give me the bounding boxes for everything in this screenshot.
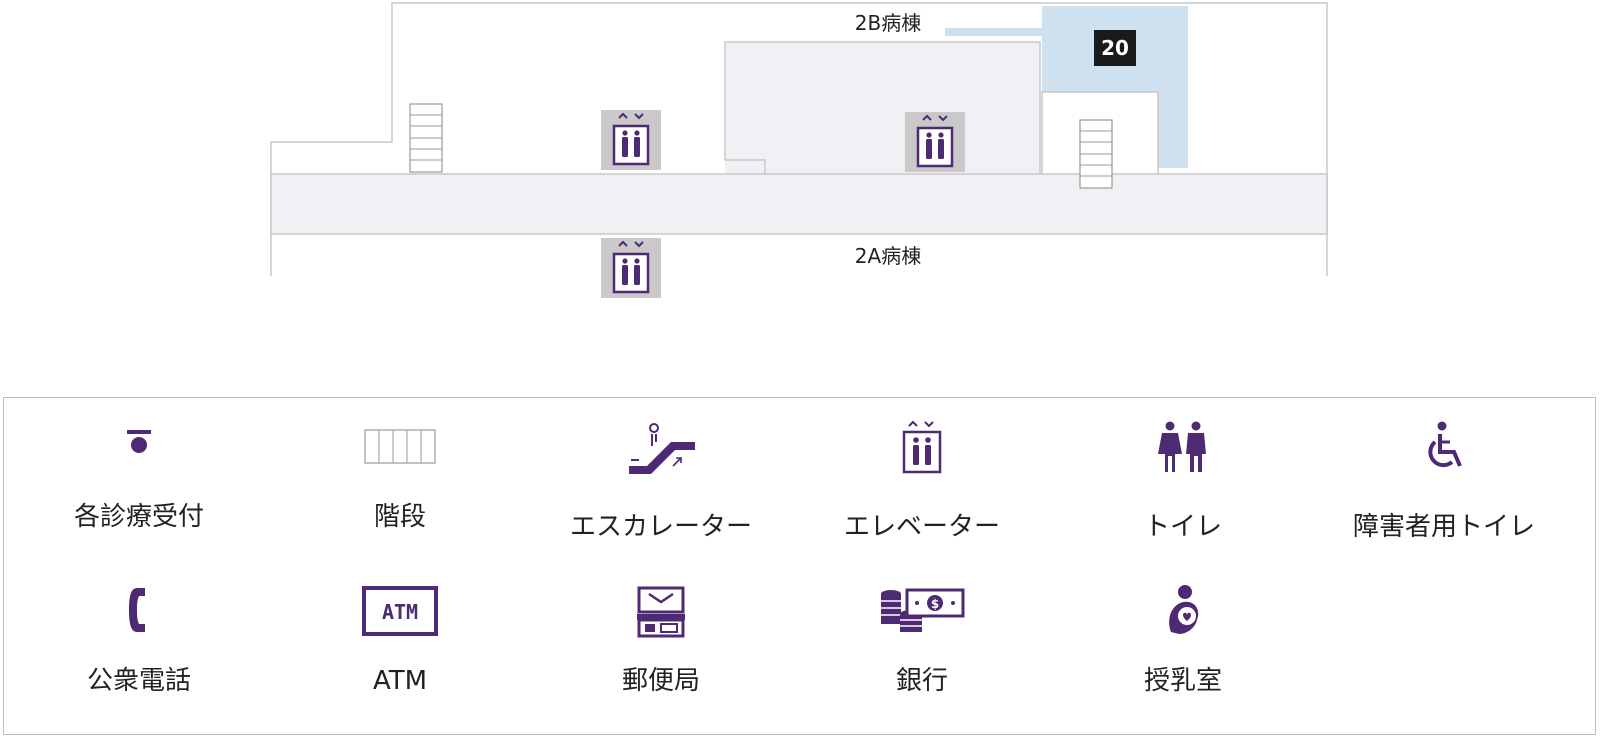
svg-text:ATM: ATM — [382, 600, 418, 624]
legend-label: 各診療受付 — [73, 502, 204, 532]
accessible-restroom-icon — [1428, 421, 1462, 468]
ward-label-south: 2A病棟 — [855, 244, 921, 268]
legend-item-stairs: 階段 — [280, 420, 520, 532]
elevator-icon[interactable] — [599, 236, 663, 300]
legend-item-reception: 各診療受付 — [19, 420, 259, 532]
facility-number: 20 — [1101, 36, 1129, 60]
ward-label-north: 2B病棟 — [855, 11, 921, 35]
building-outline — [270, 2, 1328, 276]
legend-item-elevator: エレベーター — [802, 420, 1042, 542]
legend-item-public-phone: 公衆電話 — [19, 584, 259, 696]
nursing-room-icon — [1169, 585, 1199, 634]
escalator-icon — [629, 423, 695, 474]
legend-item-atm: ATM ATM — [280, 584, 520, 696]
reception-icon — [127, 430, 151, 453]
restroom-icon — [1158, 421, 1206, 472]
legend-label: ATM — [372, 666, 428, 696]
svg-text:$: $ — [931, 597, 939, 611]
legend-label: 公衆電話 — [86, 666, 191, 696]
stairs-icon — [364, 429, 436, 464]
legend-item-bank: $ 銀行 — [802, 584, 1042, 696]
bank-icon: $ — [881, 588, 965, 632]
legend-item-escalator: エスカレーター — [541, 420, 781, 542]
legend-item-accessible-restroom: 障害者用トイレ — [1324, 420, 1564, 542]
legend-label: 銀行 — [895, 666, 948, 696]
main-corridor — [270, 173, 1328, 235]
ward-block — [725, 42, 1040, 174]
elevator-icon — [902, 420, 942, 474]
legend-label: 郵便局 — [621, 666, 700, 696]
legend-label: エスカレーター — [569, 512, 752, 542]
facility-marker[interactable] — [1094, 30, 1136, 66]
stairs-icon[interactable] — [1079, 119, 1113, 189]
atm-icon: ATM — [362, 586, 438, 636]
legend-label: 階段 — [373, 502, 426, 532]
legend-label: エレベーター — [843, 512, 1000, 542]
public-phone-icon — [129, 588, 145, 632]
legend: 各診療受付 階段 エスカレーター エレベーター — [3, 397, 1596, 735]
legend-item-nursing-room: 授乳室 — [1063, 584, 1303, 696]
stairs-icon[interactable] — [409, 103, 443, 173]
elevator-icon[interactable] — [903, 110, 967, 174]
post-office-icon — [637, 586, 685, 638]
legend-item-restroom: トイレ — [1063, 420, 1303, 542]
legend-label: トイレ — [1143, 512, 1222, 542]
elevator-icon[interactable] — [599, 108, 663, 172]
legend-label: 障害者用トイレ — [1352, 512, 1535, 542]
floor-map: 20 2B病棟 2A病棟 — [270, 2, 1328, 300]
legend-label: 授乳室 — [1143, 666, 1222, 696]
legend-item-post-office: 郵便局 — [541, 584, 781, 696]
